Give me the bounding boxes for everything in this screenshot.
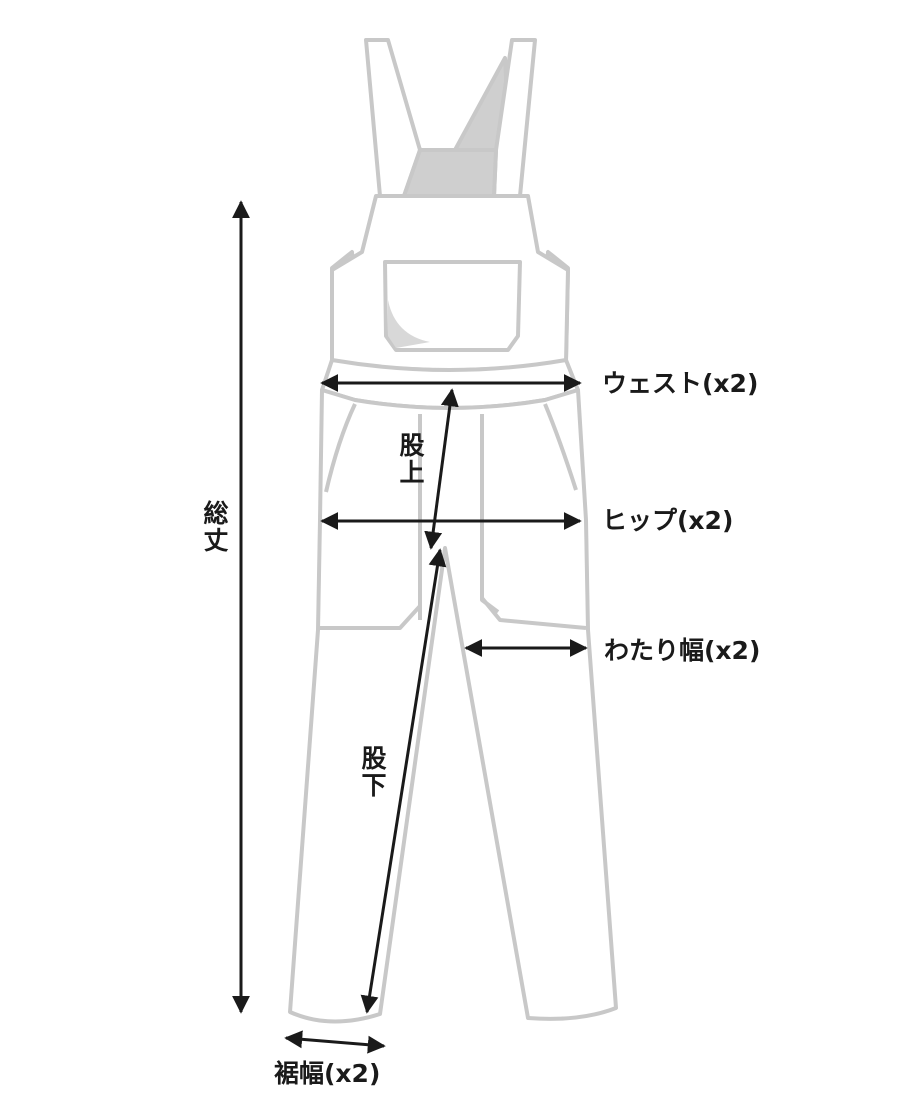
bib-pocket bbox=[383, 260, 522, 352]
rise-arrow bbox=[424, 388, 459, 550]
rise-label: 股上 bbox=[396, 432, 425, 486]
total-length-label: 総丈 bbox=[200, 500, 229, 554]
overalls-illustration bbox=[288, 38, 618, 1024]
inseam-label: 股下 bbox=[358, 745, 387, 799]
measurement-arrows bbox=[232, 200, 588, 1054]
inseam-arrow bbox=[360, 548, 447, 1014]
back-panel bbox=[402, 148, 498, 198]
left-front-pocket bbox=[324, 403, 357, 493]
bib-pocket-highlight bbox=[388, 300, 430, 348]
waist-label: ウェスト(x2) bbox=[602, 369, 759, 398]
thigh-label: わたり幅(x2) bbox=[604, 636, 761, 665]
right-knee-seam bbox=[480, 596, 587, 630]
hem-label: 裾幅(x2) bbox=[274, 1059, 381, 1088]
hem-arrow bbox=[284, 1030, 386, 1054]
right-front-pocket bbox=[543, 403, 578, 491]
hip-label: ヒップ(x2) bbox=[602, 506, 734, 535]
trousers bbox=[288, 388, 618, 1024]
